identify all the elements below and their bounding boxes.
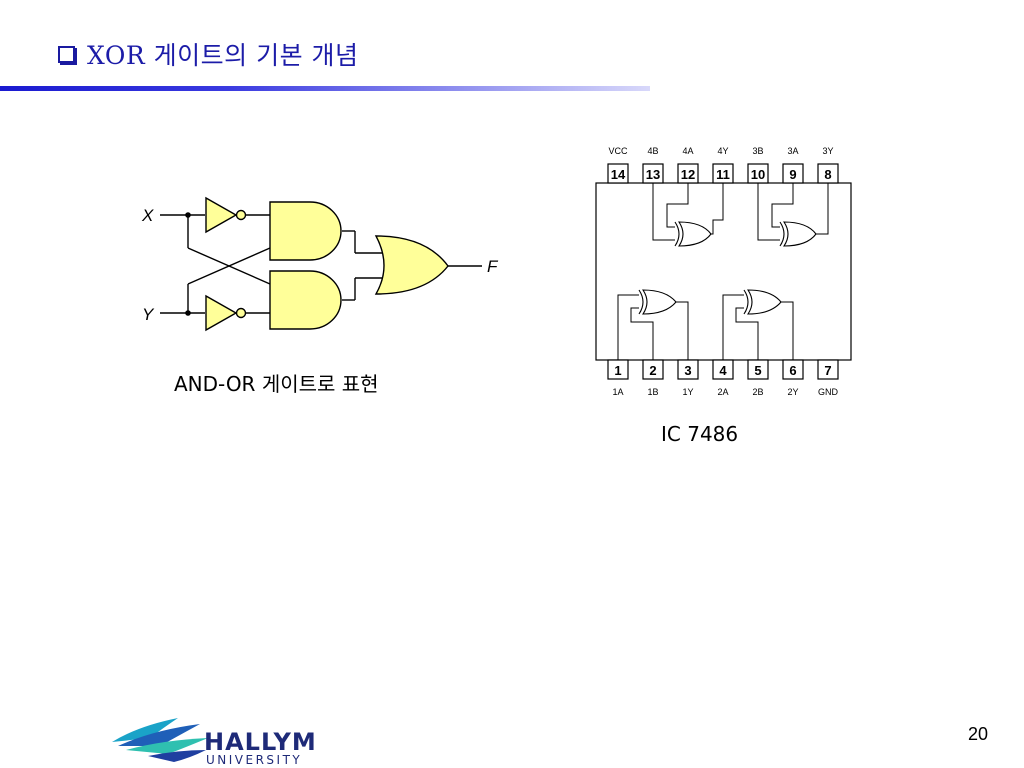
ic-pin-number: 1 <box>614 363 621 378</box>
ic-pin-4: 4 2A <box>712 359 734 397</box>
ic-pin-label: 4B <box>647 146 658 156</box>
ic-pin-number: 9 <box>789 167 796 182</box>
ic-pin-11: 11 4Y <box>712 146 734 184</box>
checkbox-bullet-icon <box>58 45 75 63</box>
ic-pin-10: 10 3B <box>747 146 769 184</box>
page-number: 20 <box>967 724 988 744</box>
ic-pin-number: 3 <box>684 363 691 378</box>
ic-pin-label: 1B <box>647 387 658 397</box>
ic-pin-label: 2A <box>717 387 728 397</box>
xor-gate-icon <box>638 289 677 315</box>
ic-pin-2: 2 1B <box>642 359 664 397</box>
logo-name: HALLYM <box>204 728 317 756</box>
ic-pin-number: 8 <box>824 167 831 182</box>
ic-caption: IC 7486 <box>661 422 739 446</box>
ic-pin-3: 3 1Y <box>677 359 699 397</box>
not-gate-icon <box>205 196 238 234</box>
ic-pin-label: 2B <box>752 387 763 397</box>
input-x-label: X <box>141 206 154 225</box>
xor-gate-icon <box>743 289 782 315</box>
ic-pin-number: 6 <box>789 363 796 378</box>
ic-pin-13: 13 4B <box>642 146 664 184</box>
and-gate-icon <box>269 270 342 330</box>
ic-pin-12: 12 4A <box>677 146 699 184</box>
ic-pin-1: 1 1A <box>607 359 629 397</box>
hallym-university-logo: HALLYM UNIVERSITY <box>112 718 317 767</box>
slide-title-row: XOR 게이트의 기본 개념 <box>58 38 359 70</box>
and-or-xor-diagram: X Y F <box>141 196 499 332</box>
ic-pin-number: 12 <box>681 167 695 182</box>
ic-pin-label: GND <box>818 387 839 397</box>
not-gate-icon <box>205 294 238 332</box>
ic-pin-5: 5 2B <box>747 359 769 397</box>
ic-pin-label: 4A <box>682 146 693 156</box>
ic-pin-number: 10 <box>751 167 765 182</box>
ic-pin-number: 4 <box>719 363 727 378</box>
ic-pin-label: 3Y <box>822 146 833 156</box>
xor-gate-icon <box>779 221 817 247</box>
or-gate-icon <box>374 235 449 295</box>
ic-pin-label: 1Y <box>682 387 693 397</box>
logo-sub: UNIVERSITY <box>206 753 302 767</box>
ic-pin-8: 8 3Y <box>817 146 839 184</box>
title-underline <box>0 86 650 91</box>
xor-gate-icon <box>674 221 712 247</box>
ic-pin-number: 2 <box>649 363 656 378</box>
ic-pin-6: 6 2Y <box>782 359 804 397</box>
output-f-label: F <box>487 257 499 276</box>
ic-pin-label: 3B <box>752 146 763 156</box>
ic-7486-pinout-diagram: 14 VCC 13 4B 12 4A 11 4Y 10 3B 9 3A 8 3Y 1 1A 2 1B 3 1Y 4 2A 5… <box>595 146 852 397</box>
ic-pin-number: 11 <box>716 167 730 182</box>
junction-dot-x <box>185 212 191 218</box>
slide-title: XOR 게이트의 기본 개념 <box>87 41 359 70</box>
ic-pin-number: 5 <box>754 363 761 378</box>
ic-pin-9: 9 3A <box>782 146 804 184</box>
and-gate-icon <box>269 201 342 261</box>
ic-pin-number: 13 <box>646 167 660 182</box>
ic-pin-number: 7 <box>824 363 831 378</box>
input-y-label: Y <box>142 305 155 324</box>
junction-dot-y <box>185 310 191 316</box>
ic-pin-label: 4Y <box>717 146 728 156</box>
ic-pin-14: 14 VCC <box>607 146 629 184</box>
and-or-caption: AND-OR 게이트로 표현 <box>174 372 379 396</box>
ic-pin-label: 1A <box>612 387 623 397</box>
ic-pin-number: 14 <box>611 167 626 182</box>
ic-pin-label: 3A <box>787 146 798 156</box>
ic-pin-label: VCC <box>608 146 628 156</box>
ic-pin-label: 2Y <box>787 387 798 397</box>
